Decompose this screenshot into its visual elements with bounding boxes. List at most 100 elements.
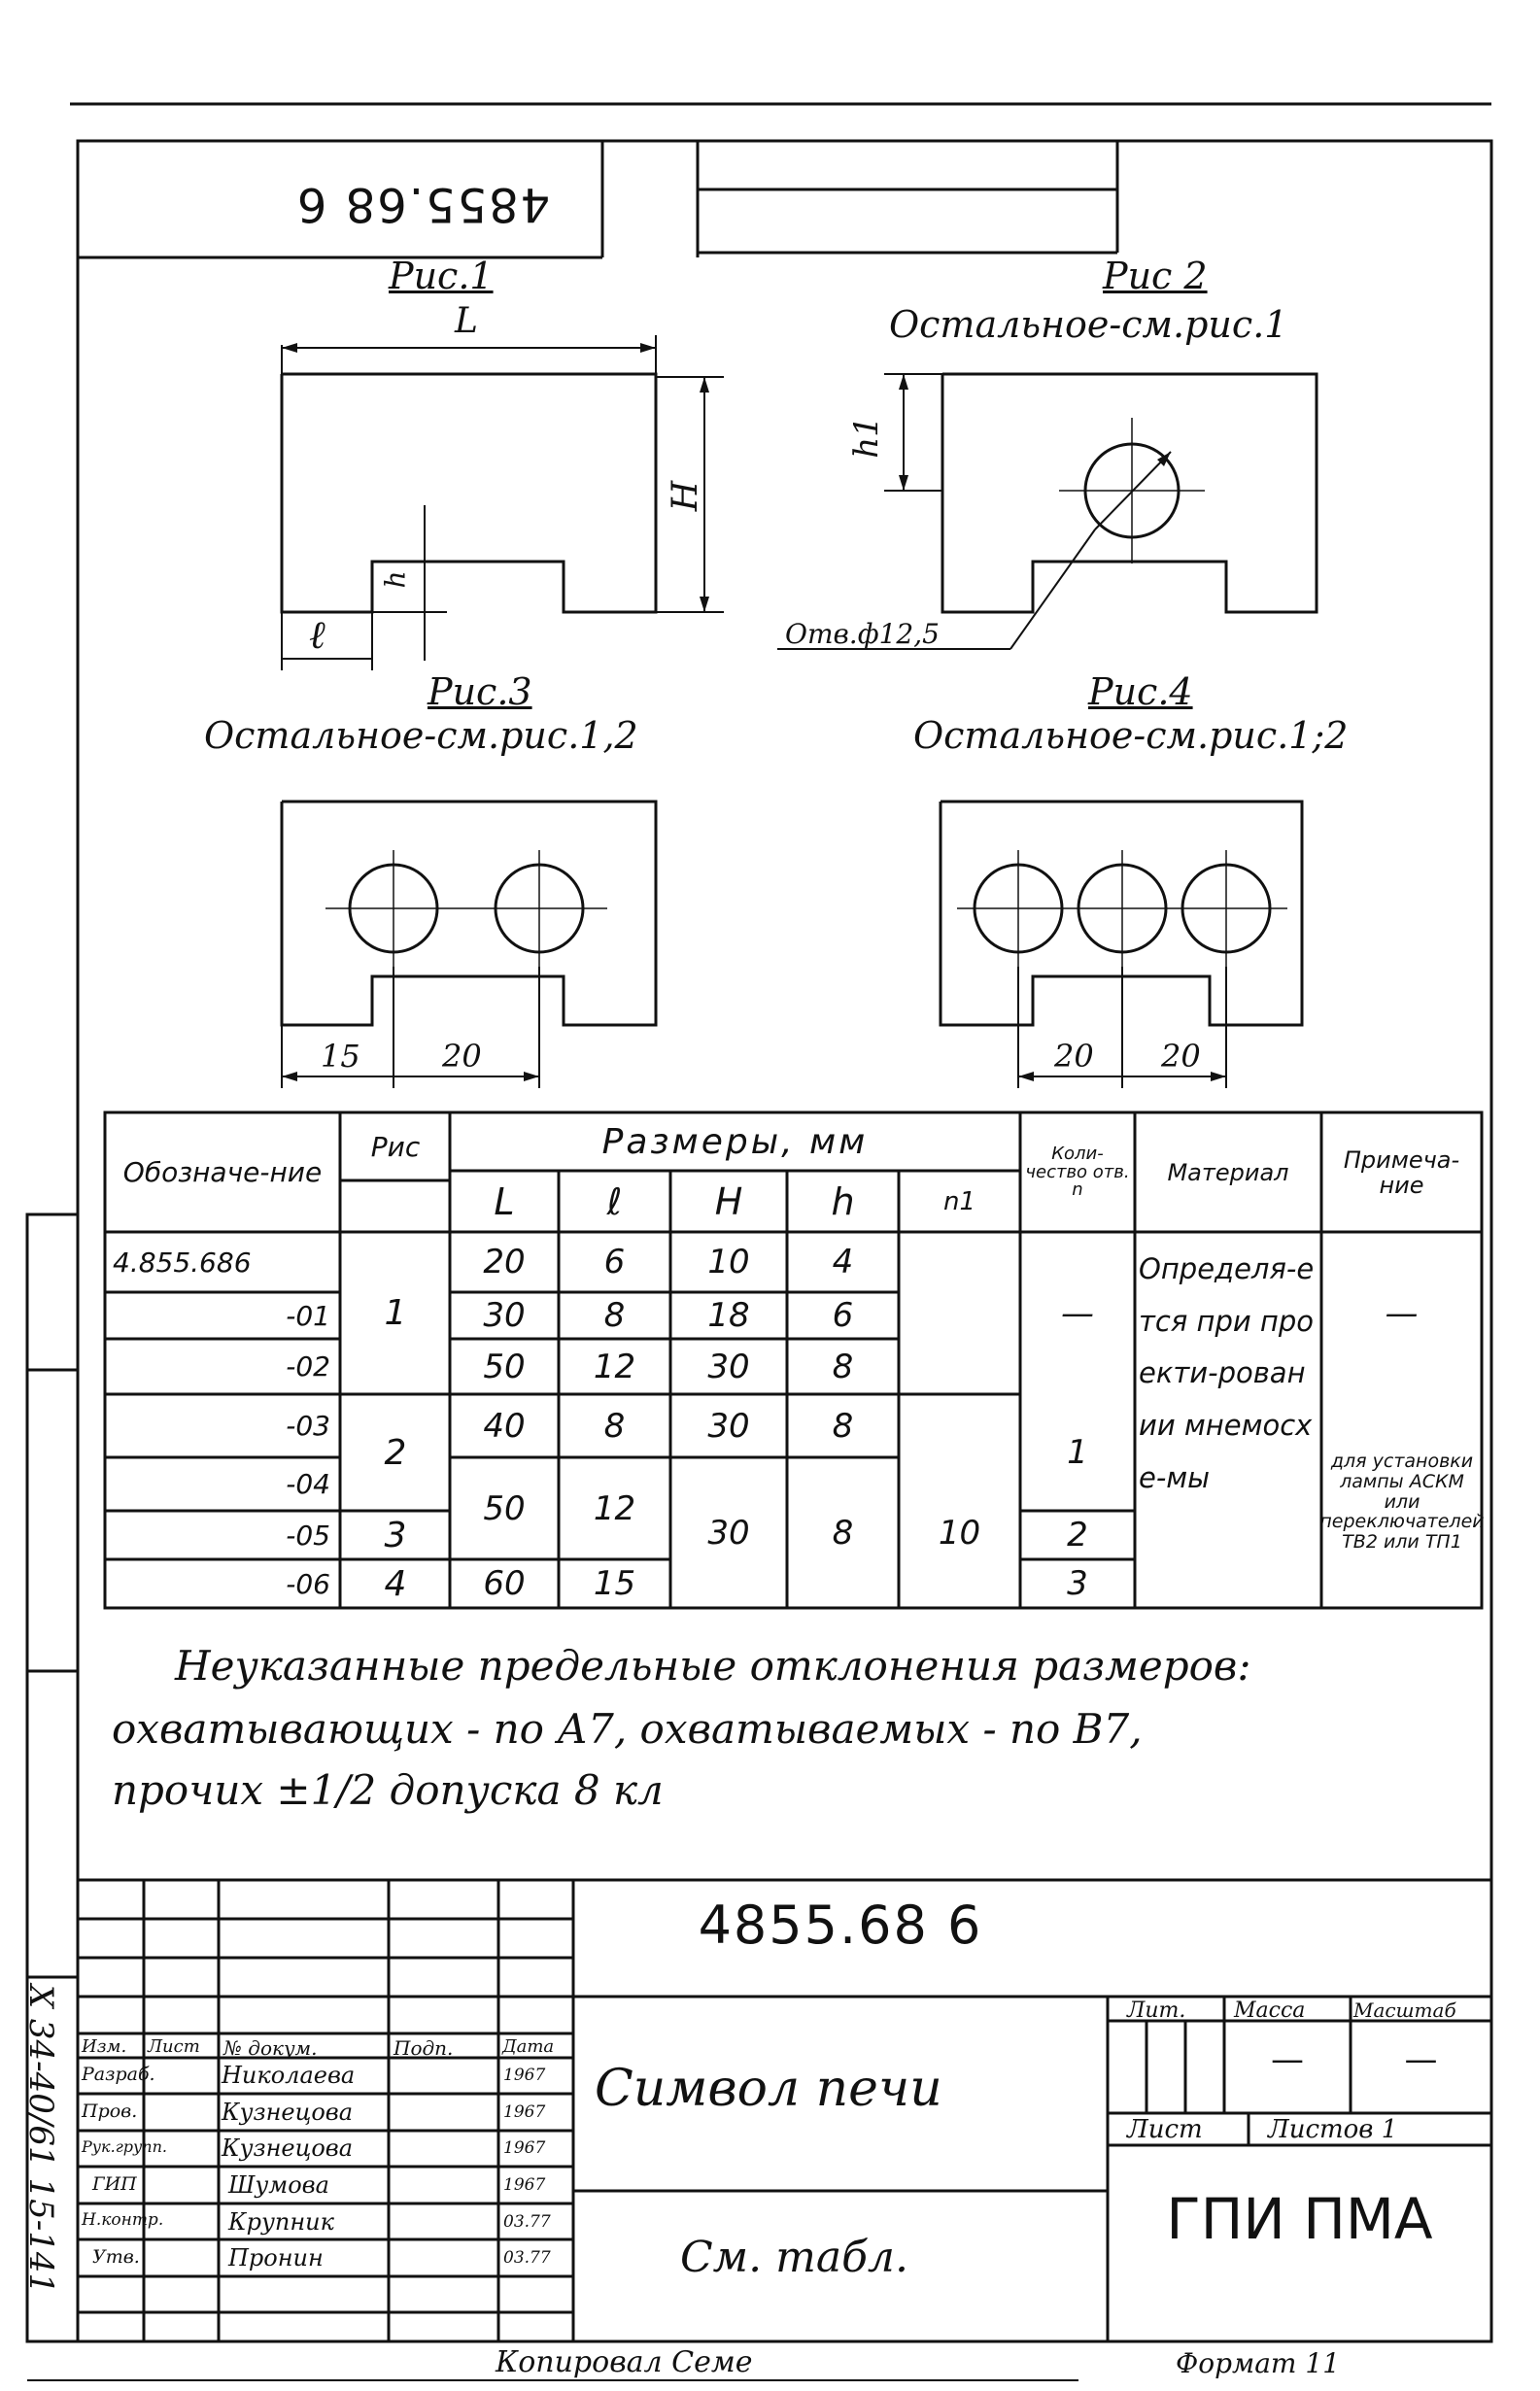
h-value: 8: [832, 1347, 854, 1386]
fig1-dim-h: h: [379, 570, 412, 589]
person-name: Николаева: [222, 2062, 356, 2089]
sign-date: 1967: [503, 2138, 546, 2158]
hdr-lit: Лит.: [1127, 1998, 1186, 2023]
L-value: 50: [483, 1488, 526, 1528]
fig2-title: Рис 2: [1103, 255, 1208, 297]
L-value: 30: [483, 1296, 526, 1335]
fig-value: 1: [384, 1293, 407, 1333]
hdr-mass: Масса: [1234, 1998, 1306, 2023]
note-line-3: прочих ±1/2 допуска 8 кл: [112, 1766, 664, 1814]
hdr-sizes: Размеры, мм: [601, 1122, 869, 1162]
l-value: 12: [593, 1347, 636, 1386]
side-archive-stamp: Х 34-40/61 15-141: [21, 1984, 60, 2295]
H-value: 18: [707, 1296, 750, 1335]
col-hdr-date: Дата: [502, 2036, 555, 2057]
sign-date: 1967: [503, 2175, 546, 2195]
sign-date: 1967: [503, 2102, 546, 2122]
fig1-dim-l: ℓ: [309, 613, 325, 658]
fig-value: 4: [384, 1563, 407, 1604]
col-hdr-list: Лист: [148, 2036, 200, 2057]
fig4-subtitle: Остальное-см.рис.1;2: [913, 714, 1349, 757]
h-value: 6: [832, 1296, 854, 1335]
l-value: 12: [593, 1488, 636, 1528]
sign-date: 1967: [503, 2066, 546, 2085]
fig1-dim-L: L: [455, 301, 478, 341]
sheets-label: Листов 1: [1268, 2115, 1398, 2144]
fig4-dim-20a: 20: [1054, 1038, 1094, 1075]
fig3-dim-20: 20: [442, 1038, 482, 1075]
role-label: Пров.: [82, 2101, 138, 2122]
h-value: 4: [832, 1243, 854, 1281]
hdr-holes: Коли-чество отв. n: [1025, 1143, 1130, 1201]
row-designation: -06: [286, 1567, 330, 1600]
row-designation: -05: [286, 1519, 330, 1552]
fig2-subtitle: Остальное-см.рис.1: [889, 303, 1288, 346]
fig4-dim-20b: 20: [1161, 1038, 1201, 1075]
hdr-l: ℓ: [606, 1180, 623, 1223]
fig4-title: Рис.4: [1088, 670, 1193, 713]
row-designation: 4.855.686: [113, 1246, 252, 1279]
holes-value: 1: [1067, 1433, 1088, 1472]
hdr-material: Материал: [1167, 1159, 1289, 1186]
row-designation: -02: [286, 1350, 330, 1383]
l-value: 6: [603, 1243, 626, 1281]
fig1-dim-H: H: [666, 480, 706, 512]
rotated-doc-number: 4855.68 6: [294, 177, 551, 231]
h-value: 8: [832, 1513, 854, 1553]
row-designation: -01: [286, 1299, 330, 1332]
holes-value: —: [1061, 1293, 1094, 1333]
person-name: Кузнецова: [222, 2135, 354, 2162]
note-value: для установки лампы АСКМ или переключате…: [1319, 1450, 1485, 1554]
hdr-H: H: [714, 1180, 743, 1223]
H-value: 30: [707, 1347, 750, 1386]
hdr-note: Примеча-ние: [1343, 1145, 1460, 1199]
fig3-subtitle: Остальное-см.рис.1,2: [204, 714, 638, 757]
row-designation: -03: [286, 1410, 330, 1442]
scale-value: —: [1404, 2040, 1438, 2079]
organization: ГПИ ПМА: [1166, 2186, 1433, 2252]
role-label: Утв.: [92, 2246, 140, 2268]
sign-date: 03.77: [503, 2212, 551, 2232]
l-value: 8: [603, 1296, 626, 1335]
mass-value: —: [1271, 2040, 1304, 2079]
doc-title: Символ печи: [595, 2060, 942, 2118]
fig1-title: Рис.1: [389, 255, 494, 297]
person-name: Шумова: [228, 2171, 329, 2199]
H-value: 30: [707, 1406, 750, 1446]
role-label: Разраб.: [82, 2064, 155, 2085]
col-hdr-izm: Изм.: [82, 2036, 127, 2057]
L-value: 40: [483, 1406, 526, 1446]
col-hdr-sign: Подп.: [394, 2036, 454, 2060]
note-line-1: Неуказанные предельные отклонения размер…: [175, 1642, 1251, 1690]
hdr-n1: n1: [942, 1187, 976, 1216]
sheet-label: Лист: [1127, 2115, 1203, 2144]
L-value: 60: [483, 1564, 526, 1603]
hdr-scale: Масштаб: [1353, 1998, 1456, 2022]
note-value: —: [1385, 1293, 1419, 1333]
hdr-fig: Рис: [370, 1130, 421, 1163]
fig-value: 2: [384, 1432, 407, 1473]
l-value: 15: [593, 1564, 636, 1603]
person-name: Крупник: [228, 2208, 334, 2236]
row-designation: -04: [286, 1468, 330, 1500]
fig2-hole-note: Отв.ф12,5: [785, 618, 940, 650]
note-line-2: охватывающих - по А7, охватываемых - по …: [112, 1705, 1143, 1753]
H-value: 30: [707, 1513, 750, 1553]
fig-value: 3: [384, 1515, 407, 1555]
hdr-designation: Обозначе-ние: [122, 1156, 323, 1189]
role-label: Рук.групп.: [82, 2137, 167, 2156]
fig2-dim-h1: h1: [846, 416, 886, 459]
role-label: ГИП: [92, 2173, 137, 2195]
person-name: Кузнецова: [222, 2099, 354, 2126]
holes-value: 2: [1067, 1516, 1088, 1554]
H-value: 10: [707, 1243, 750, 1281]
col-hdr-doc: № докум.: [223, 2036, 318, 2060]
holes-value: 3: [1067, 1564, 1088, 1603]
doc-number: 4855.68 6: [698, 1895, 983, 1956]
L-value: 20: [483, 1243, 526, 1281]
material-value: Определя-ется при проекти-ровании мнемос…: [1139, 1252, 1315, 1494]
l-value: 8: [603, 1406, 626, 1446]
footer-copied: Копировал Семе: [496, 2345, 753, 2379]
hdr-h: h: [831, 1180, 855, 1223]
